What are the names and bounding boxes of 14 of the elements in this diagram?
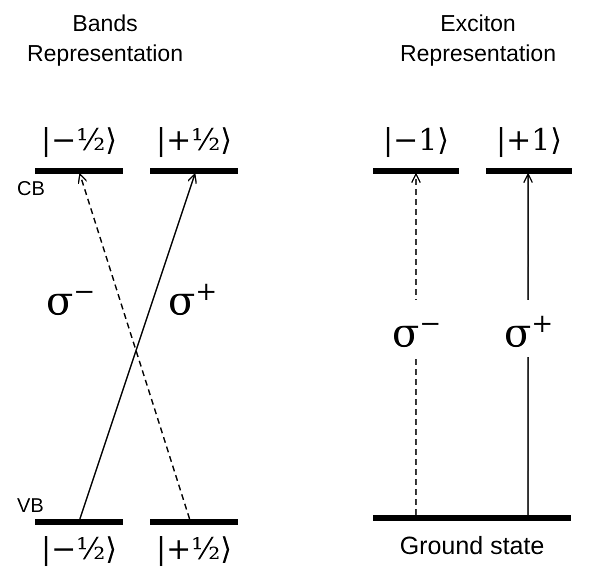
band-label: VB xyxy=(17,495,44,518)
state-label: |−1⟩ xyxy=(382,124,450,158)
state-label: |+1⟩ xyxy=(494,124,564,158)
band-label: CB xyxy=(17,178,45,201)
state-label: |−½⟩ xyxy=(40,124,118,158)
column-heading: Bands Representation xyxy=(26,9,184,68)
polarization-label: σ$^{−}$ xyxy=(392,300,442,358)
column-heading: Exciton Representation xyxy=(399,9,557,68)
state-label: |+½⟩ xyxy=(154,124,234,158)
polarization-label: σ$^{+}$ xyxy=(168,276,218,326)
level-label: Ground state xyxy=(398,531,546,562)
state-label: |−½⟩ xyxy=(40,533,118,567)
polarization-label: σ$^{+}$ xyxy=(504,300,554,358)
state-label: |+½⟩ xyxy=(154,533,234,567)
